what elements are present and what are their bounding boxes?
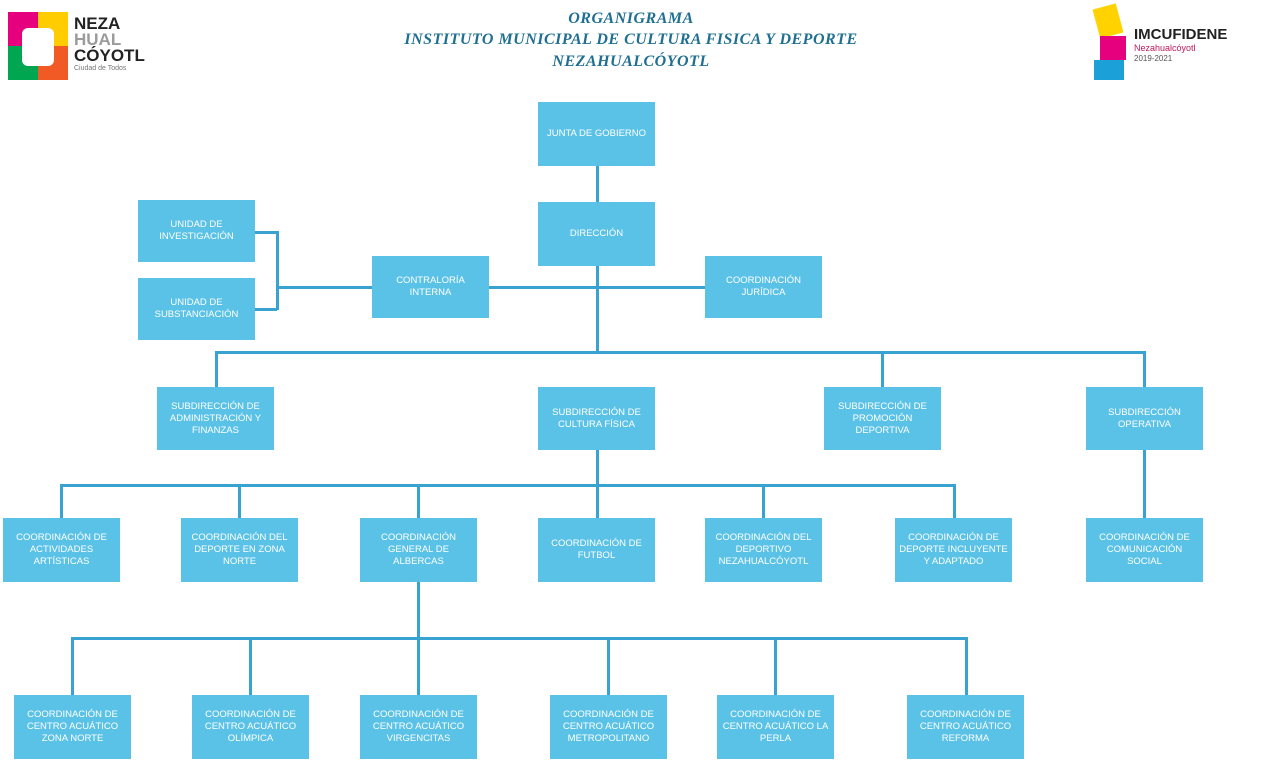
logo-left-line-3: CÓYOTL <box>74 46 145 65</box>
imcufidene-logo: IMCUFIDENE Nezahualcóyotl 2019-2021 <box>1090 3 1260 84</box>
subdireccion-promocion-box: SUBDIRECCIÓN DE PROMOCIÓN DEPORTIVA <box>824 387 941 450</box>
connector-line <box>774 637 777 695</box>
connector-line <box>71 637 74 695</box>
acuatico-la-perla-box: COORDINACIÓN DE CENTRO ACUÁTICO LA PERLA <box>717 695 834 759</box>
athlete-figure-icon <box>1090 3 1130 82</box>
connector-line <box>255 231 277 234</box>
connector-line <box>417 484 420 518</box>
coord-deporte-incluyente-box: COORDINACIÓN DE DEPORTE INCLUYENTE Y ADA… <box>895 518 1012 582</box>
connector-line <box>762 484 765 518</box>
connector-line <box>488 286 706 289</box>
connector-line <box>277 286 373 289</box>
subdireccion-cultura-fisica-box: SUBDIRECCIÓN DE CULTURA FÍSICA <box>538 387 655 450</box>
coord-zona-norte-box: COORDINACIÓN DEL DEPORTE EN ZONA NORTE <box>181 518 298 582</box>
logo-right-city: Nezahualcóyotl <box>1134 43 1196 53</box>
chart-title-line-1: ORGANIGRAMA <box>568 10 694 27</box>
connector-line <box>276 231 279 310</box>
connector-line <box>249 637 252 695</box>
connector-line <box>417 582 420 638</box>
connector-line <box>881 351 884 387</box>
connector-line <box>60 484 63 518</box>
logo-left-line-2: HUAL <box>74 30 122 49</box>
contraloria-interna-box: CONTRALORÍA INTERNA <box>372 256 489 318</box>
junta-de-gobierno-box: JUNTA DE GOBIERNO <box>538 102 655 166</box>
direccion-box: DIRECCIÓN <box>538 202 655 266</box>
logo-left-tagline: Ciudad de Todos <box>74 65 127 72</box>
coordinacion-juridica-box: COORDINACIÓN JURÍDICA <box>705 256 822 318</box>
acuatico-metropolitano-box: COORDINACIÓN DE CENTRO ACUÁTICO METROPOL… <box>550 695 667 759</box>
connector-line <box>596 266 599 352</box>
connector-line <box>60 484 956 487</box>
coord-futbol-box: COORDINACIÓN DE FUTBOL <box>538 518 655 582</box>
coord-actividades-artisticas-box: COORDINACIÓN DE ACTIVIDADES ARTÍSTICAS <box>3 518 120 582</box>
acuatico-zona-norte-box: COORDINACIÓN DE CENTRO ACUÁTICO ZONA NOR… <box>14 695 131 759</box>
coord-comunicacion-social-box: COORDINACIÓN DE COMUNICACIÓN SOCIAL <box>1086 518 1203 582</box>
acuatico-olimpica-box: COORDINACIÓN DE CENTRO ACUÁTICO OLÍMPICA <box>192 695 309 759</box>
unidad-substanciacion-box: UNIDAD DE SUBSTANCIACIÓN <box>138 278 255 340</box>
connector-line <box>596 166 599 202</box>
acuatico-virgencitas-box: COORDINACIÓN DE CENTRO ACUÁTICO VIRGENCI… <box>360 695 477 759</box>
acuatico-reforma-box: COORDINACIÓN DE CENTRO ACUÁTICO REFORMA <box>907 695 1024 759</box>
connector-line <box>417 637 420 695</box>
subdireccion-administracion-box: SUBDIRECCIÓN DE ADMINISTRACIÓN Y FINANZA… <box>157 387 274 450</box>
coord-general-albercas-box: COORDINACIÓN GENERAL DE ALBERCAS <box>360 518 477 582</box>
connector-line <box>215 351 218 387</box>
connector-line <box>238 484 241 518</box>
unidad-investigacion-box: UNIDAD DE INVESTIGACIÓN <box>138 200 255 262</box>
connector-line <box>596 484 599 518</box>
coord-deportivo-box: COORDINACIÓN DEL DEPORTIVO NEZAHUALCÓYOT… <box>705 518 822 582</box>
logo-left-line-1: NEZA <box>74 14 121 33</box>
connector-line <box>607 637 610 695</box>
logo-right-period: 2019-2021 <box>1134 54 1173 63</box>
nezahualcoyotl-logo: NEZA HUAL CÓYOTL Ciudad de Todos <box>8 12 158 84</box>
connector-line <box>71 637 968 640</box>
connector-line <box>215 351 1145 354</box>
connector-line <box>1143 351 1146 387</box>
connector-line <box>596 450 599 486</box>
connector-line <box>965 637 968 695</box>
subdireccion-operativa-box: SUBDIRECCIÓN OPERATIVA <box>1086 387 1203 450</box>
nezahualcoyotl-emblem-icon <box>8 12 68 80</box>
connector-line <box>1143 450 1146 518</box>
chart-title-line-3: NEZAHUALCÓYOTL <box>552 53 710 70</box>
connector-line <box>953 484 956 518</box>
connector-line <box>255 308 277 311</box>
chart-title-line-2: INSTITUTO MUNICIPAL DE CULTURA FISICA Y … <box>404 31 858 48</box>
logo-right-name: IMCUFIDENE <box>1134 26 1228 43</box>
